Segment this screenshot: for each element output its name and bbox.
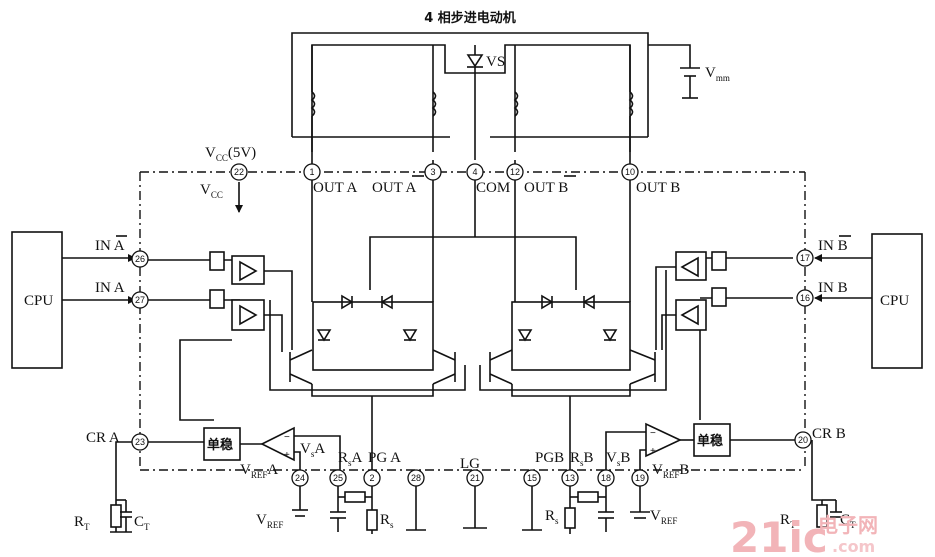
pin-number: 27 (135, 295, 145, 305)
left-input-logic (11, 231, 293, 421)
pin-number: 18 (601, 473, 611, 483)
vref-a-label: VREFA (240, 462, 278, 480)
out-a-label: OUT A (313, 180, 357, 196)
right-monostable: − + (605, 422, 795, 470)
pin-number: 13 (565, 473, 575, 483)
pin-number: 16 (800, 293, 810, 303)
in-b-label: IN B (818, 280, 848, 296)
vcc-arrow-label: VCC (200, 182, 223, 200)
pin-number: 3 (430, 167, 435, 177)
in-a-label: IN A (95, 280, 125, 296)
ct-left-label: CT (134, 514, 150, 532)
pin-number: 21 (470, 473, 480, 483)
pin-number: 10 (625, 167, 635, 177)
rs-left-label: Rs (380, 512, 394, 530)
pin-marker (621, 163, 639, 181)
supply-rail: VCC(5V) VCC (139, 145, 806, 471)
pin-number: 17 (800, 253, 810, 263)
pin-marker (794, 431, 812, 449)
pin-number: 1 (309, 167, 314, 177)
ct-right-label: CT (840, 512, 856, 530)
left-monostable: − + (148, 426, 341, 470)
in-b-bar-label: IN B (818, 238, 848, 254)
pin-marker (363, 469, 381, 487)
pin-marker (506, 163, 524, 181)
pin-number: 12 (510, 167, 520, 177)
vref-b-label: VREFB (652, 462, 689, 480)
vsb-label: VsB (606, 450, 630, 468)
vcc-5v-label: VCC(5V) (205, 145, 256, 163)
svg-text:−: − (284, 432, 290, 443)
pin-number: 19 (635, 473, 645, 483)
pin-marker (303, 163, 321, 181)
out-b-label: OUT B (636, 180, 680, 196)
svg-text:+: + (650, 446, 656, 457)
pin-marker (131, 250, 149, 268)
pin-number: 22 (234, 167, 244, 177)
lg-label: LG (460, 456, 480, 472)
monostable-left-label: 单稳 (207, 437, 233, 453)
vref-bottom-right-label: VREF (650, 508, 677, 526)
watermark-main: 21ic (730, 513, 828, 557)
pin-marker (407, 469, 425, 487)
h-bridge (269, 160, 667, 478)
pgb-label: PGB (535, 450, 564, 466)
watermark-url: .com (832, 537, 875, 556)
pin-marker (631, 469, 649, 487)
pin-number: 28 (411, 473, 421, 483)
pga-label: PG A (368, 450, 401, 466)
right-input-logic (655, 233, 923, 420)
pin-marker (597, 469, 615, 487)
pin-marker (291, 469, 309, 487)
watermark-cn: 电子网 (818, 513, 878, 537)
pin-marker (466, 163, 484, 181)
pin-number: 20 (798, 435, 808, 445)
pin-number: 2 (369, 473, 374, 483)
vsa-label: VsA (300, 441, 325, 459)
cpu-right-label: CPU (880, 293, 909, 309)
pin-marker (523, 469, 541, 487)
rt-right-label: RT (780, 512, 796, 530)
pin-marker (131, 291, 149, 309)
monostable-right-label: 单稳 (697, 433, 723, 449)
pin-marker (466, 469, 484, 487)
svg-text:+: + (284, 450, 290, 461)
pin-number: 25 (333, 473, 343, 483)
pin-number: 15 (527, 473, 537, 483)
rs-right-label: Rs (545, 508, 559, 526)
pin-markers: 1 3 4 12 10 22 26 27 17 16 23 24 25 2 28… (131, 163, 814, 487)
cpu-left-label: CPU (24, 293, 53, 309)
pin-marker (329, 469, 347, 487)
com-label: COM (476, 180, 510, 196)
out-b-bar-label: OUT B (524, 180, 568, 196)
rsa-label: RsA (338, 450, 363, 468)
watermark-logo: 21ic 电子网 .com (730, 513, 878, 557)
cr-a-label: CR A (86, 430, 120, 446)
pin-number: 23 (135, 437, 145, 447)
pin-number: 4 (472, 167, 477, 177)
rsb-label: RsB (570, 450, 594, 468)
pin-number: 26 (135, 254, 145, 264)
pin-marker (230, 163, 248, 181)
diagram-title: 4 相步进电动机 (424, 10, 516, 26)
out-a-bar-label: OUT A (372, 180, 416, 196)
svg-text:−: − (650, 428, 656, 439)
vmm-label: Vmm (705, 65, 730, 83)
cr-b-label: CR B (812, 426, 846, 442)
motor-windings: VS Vmm (291, 32, 730, 160)
in-a-bar-label: IN A (95, 238, 125, 254)
pin-marker (796, 249, 814, 267)
pin-marker (424, 163, 442, 181)
pin-number: 24 (295, 473, 305, 483)
bottom-components (110, 440, 842, 534)
pin-marker (561, 469, 579, 487)
pin-marker (796, 289, 814, 307)
vref-bottom-left-label: VREF (256, 512, 283, 530)
zener-vs-label: VS (486, 54, 505, 70)
pin-marker (131, 433, 149, 451)
rt-left-label: RT (74, 514, 90, 532)
